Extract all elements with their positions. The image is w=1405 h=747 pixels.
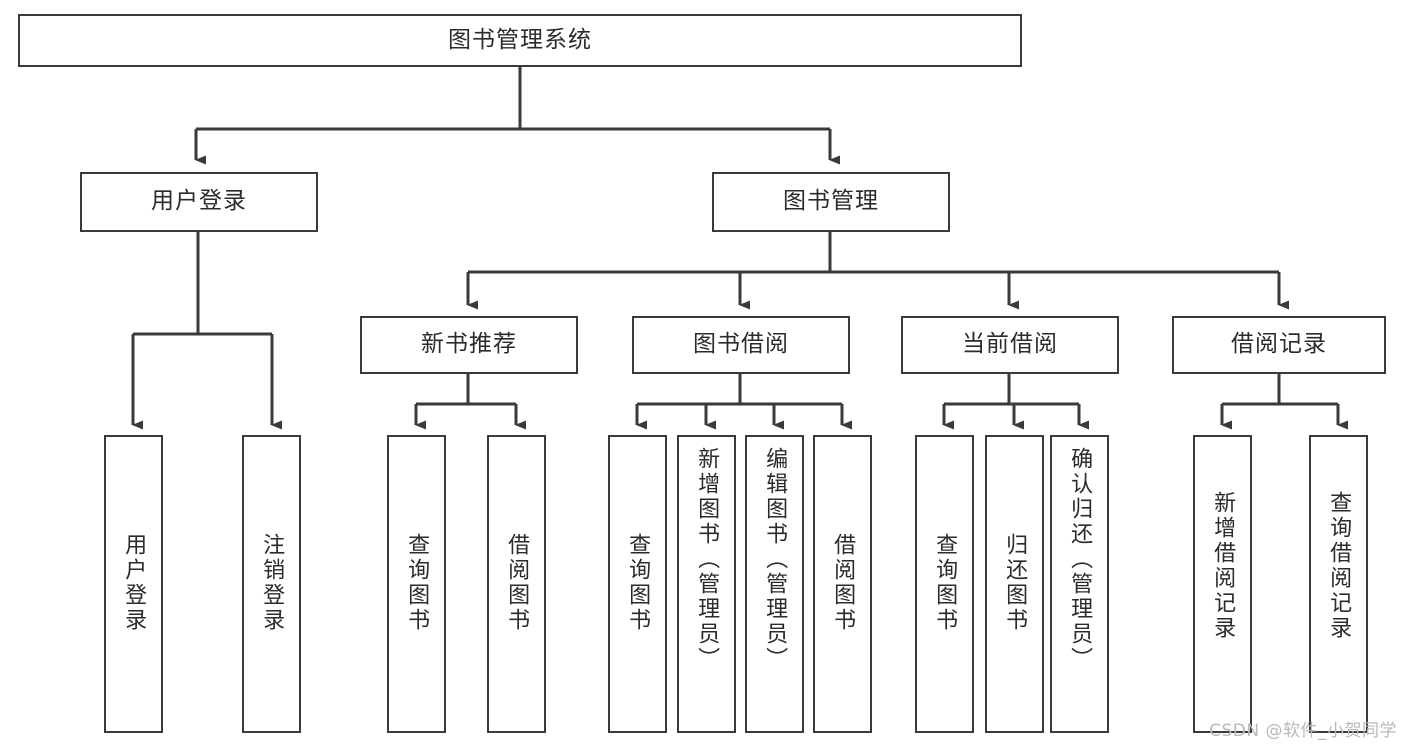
leaf-book-borrow-query[interactable]: 查询图书: [608, 435, 667, 733]
leaf-borrow-record-query[interactable]: 查询借阅记录: [1309, 435, 1368, 733]
node-label: 注销登录: [259, 533, 285, 633]
node-label: 查询借阅记录: [1326, 491, 1352, 641]
node-label: 当前借阅: [962, 331, 1058, 358]
leaf-book-borrow-add[interactable]: 新增图书（管理员）: [677, 435, 736, 733]
node-borrow-record[interactable]: 借阅记录: [1172, 316, 1386, 374]
leaf-new-book-query[interactable]: 查询图书: [387, 435, 446, 733]
leaf-book-borrow-edit[interactable]: 编辑图书（管理员）: [745, 435, 804, 733]
node-book-borrowing[interactable]: 图书借阅: [632, 316, 850, 374]
node-label: 归还图书: [1002, 533, 1028, 633]
leaf-current-borrow-confirm-return[interactable]: 确认归还（管理员）: [1050, 435, 1109, 733]
leaf-book-borrow-borrow[interactable]: 借阅图书: [813, 435, 872, 733]
node-label: 借阅记录: [1231, 331, 1327, 358]
node-new-book-recommend[interactable]: 新书推荐: [360, 316, 578, 374]
node-current-borrowing[interactable]: 当前借阅: [901, 316, 1119, 374]
watermark-text: CSDN @软件_小贺同学: [1209, 721, 1397, 741]
node-label: 用户登录: [151, 188, 247, 215]
node-label: 借阅图书: [504, 533, 530, 633]
leaf-borrow-record-add[interactable]: 新增借阅记录: [1193, 435, 1252, 733]
node-label: 借阅图书: [830, 533, 856, 633]
node-label: 查询图书: [625, 533, 651, 633]
node-book-management[interactable]: 图书管理: [712, 172, 950, 232]
leaf-new-book-borrow[interactable]: 借阅图书: [487, 435, 546, 733]
node-label: 图书管理: [783, 188, 879, 215]
leaf-user-login-signout[interactable]: 注销登录: [242, 435, 301, 733]
node-label: 编辑图书（管理员）: [762, 447, 788, 672]
node-label: 图书管理系统: [448, 26, 592, 53]
node-label: 用户登录: [121, 533, 147, 633]
node-root-system[interactable]: 图书管理系统: [18, 14, 1022, 67]
node-label: 新增图书（管理员）: [694, 447, 720, 672]
leaf-current-borrow-return[interactable]: 归还图书: [985, 435, 1044, 733]
node-label: 查询图书: [932, 533, 958, 633]
node-label: 确认归还（管理员）: [1067, 447, 1093, 672]
leaf-current-borrow-query[interactable]: 查询图书: [915, 435, 974, 733]
node-label: 新书推荐: [421, 331, 517, 358]
leaf-user-login-signin[interactable]: 用户登录: [104, 435, 163, 733]
node-user-login[interactable]: 用户登录: [80, 172, 318, 232]
node-label: 查询图书: [404, 533, 430, 633]
node-label: 新增借阅记录: [1210, 491, 1236, 641]
node-label: 图书借阅: [693, 331, 789, 358]
